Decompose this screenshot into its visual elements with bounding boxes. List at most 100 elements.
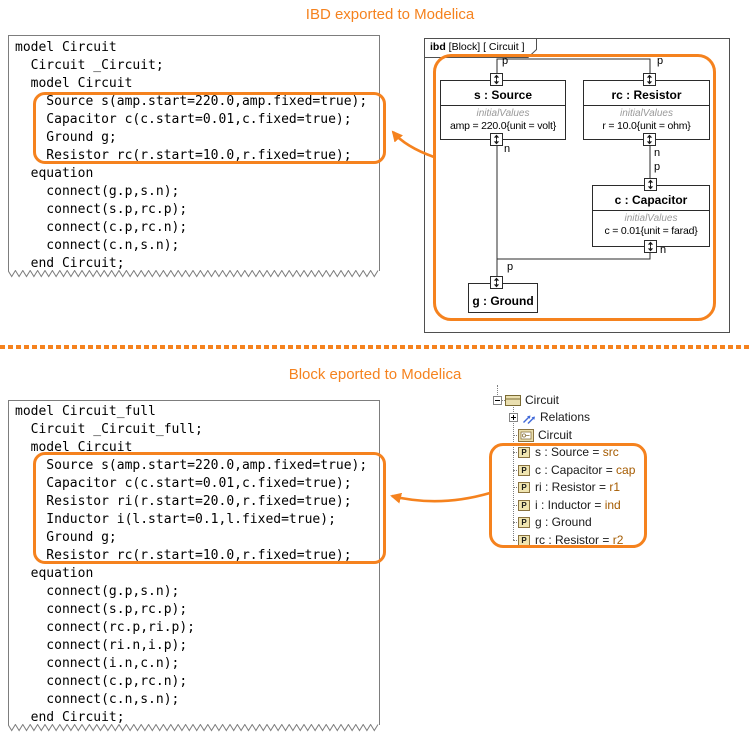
tree-item-label: c : Capacitor xyxy=(535,463,603,477)
code-lines: model Circuit_full Circuit _Circuit_full… xyxy=(15,403,367,727)
code-line: Capacitor c(c.start=0.01,c.fixed=true); xyxy=(15,112,352,127)
code-line: Inductor i(l.start=0.1,l.fixed=true); xyxy=(15,512,336,527)
code-line: connect(c.n,s.n); xyxy=(15,692,180,707)
code-line: equation xyxy=(15,166,94,181)
section-title-ibd: IBD exported to Modelica xyxy=(305,6,475,23)
code-line: connect(s.p,rc.p); xyxy=(15,602,188,617)
tree-item-label: s : Source xyxy=(535,445,590,459)
tree-item-part-g[interactable]: P g : Ground xyxy=(518,513,592,531)
code-line: model Circuit_full xyxy=(15,404,156,419)
part-property-icon: P xyxy=(518,516,530,528)
part-default-value: ind xyxy=(604,498,621,512)
initial-value-text: r = 10.0{unit = ohm} xyxy=(602,120,691,132)
code-line: connect(i.n,c.n); xyxy=(15,656,180,671)
port-label: p xyxy=(507,261,514,273)
code-line: Resistor rc(r.start=10.0,r.fixed=true); xyxy=(15,148,352,163)
equals-sign: = xyxy=(595,480,610,494)
code-line: end Circuit; xyxy=(15,256,125,271)
part-block-title: s : Source xyxy=(441,81,565,106)
tree-item-part-ri[interactable]: P ri : Resistor = r1 xyxy=(518,478,620,496)
part-block-capacitor[interactable]: c : Capacitor initialValues c = 0.01{uni… xyxy=(592,185,710,247)
part-default-value: src xyxy=(602,445,619,459)
diagram-frame-tab xyxy=(424,38,537,58)
tree-item-label: ri : Resistor xyxy=(535,480,596,494)
code-line: end Circuit; xyxy=(15,710,125,725)
part-default-value: cap xyxy=(616,463,636,477)
initial-values-label: initialValues xyxy=(624,213,678,224)
port-label: p xyxy=(654,161,661,173)
code-line: connect(g.p,s.n); xyxy=(15,584,180,599)
code-lines: model Circuit Circuit _Circuit; model Ci… xyxy=(15,39,367,273)
tree-line xyxy=(502,400,507,401)
tree-line xyxy=(513,505,519,506)
flow-port-icon[interactable] xyxy=(490,73,503,86)
tree-line xyxy=(513,452,519,453)
code-line: Circuit _Circuit; xyxy=(15,58,164,73)
flow-port-icon[interactable] xyxy=(644,178,657,191)
diagram-frame-tab-label: ibd [Block] [ Circuit ] xyxy=(430,41,525,53)
tree-item-relations[interactable]: Relations xyxy=(509,408,590,426)
torn-edge-top-code xyxy=(8,270,379,278)
part-property-icon: P xyxy=(518,499,530,511)
tree-item-part-i[interactable]: P i : Inductor = ind xyxy=(518,496,621,514)
initial-values-label: initialValues xyxy=(476,108,530,119)
port-label: n xyxy=(654,147,661,159)
code-line: connect(rc.p,ri.p); xyxy=(15,620,196,635)
port-label: n xyxy=(660,244,667,256)
flow-port-icon[interactable] xyxy=(643,73,656,86)
tree-line xyxy=(513,540,519,541)
code-line: Source s(amp.start=220.0,amp.fixed=true)… xyxy=(15,94,368,109)
tree-item-label: i : Inductor xyxy=(535,498,592,512)
flow-port-icon[interactable] xyxy=(490,133,503,146)
tree-line xyxy=(497,385,498,395)
tree-item-part-c[interactable]: P c : Capacitor = cap xyxy=(518,461,635,479)
tree-item-circuit-root[interactable]: Circuit xyxy=(493,391,559,409)
tree-highlight-box xyxy=(489,443,647,548)
code-line: connect(c.n,s.n); xyxy=(15,238,180,253)
tree-line xyxy=(513,470,519,471)
initial-value-text: amp = 220.0{unit = volt} xyxy=(449,120,557,132)
tab-kind: ibd xyxy=(430,41,446,53)
part-block-title: rc : Resistor xyxy=(584,81,709,106)
part-block-source[interactable]: s : Source initialValues amp = 220.0{uni… xyxy=(440,80,566,140)
flow-port-icon[interactable] xyxy=(644,240,657,253)
part-default-value: r1 xyxy=(609,480,621,494)
torn-edge-bottom-code xyxy=(8,724,379,732)
part-block-resistor-rc[interactable]: rc : Resistor initialValues r = 10.0{uni… xyxy=(583,80,710,140)
flow-port-icon[interactable] xyxy=(643,133,656,146)
code-highlight-box-top xyxy=(33,92,386,164)
code-line: Circuit _Circuit_full; xyxy=(15,422,203,437)
part-block-title: g : Ground xyxy=(472,294,534,308)
tree-item-circuit-diagram[interactable]: Circuit xyxy=(518,426,572,444)
code-line: equation xyxy=(15,566,94,581)
port-label: n xyxy=(504,143,511,155)
flow-port-icon[interactable] xyxy=(490,276,503,289)
equals-sign: = xyxy=(599,533,613,547)
collapse-icon[interactable] xyxy=(493,395,502,405)
relations-icon xyxy=(523,415,535,424)
code-line: Ground g; xyxy=(15,530,117,545)
code-line: model Circuit xyxy=(15,40,117,55)
part-property-icon: P xyxy=(518,481,530,493)
initial-values-label: initialValues xyxy=(620,108,673,119)
port-label: p xyxy=(657,55,664,67)
tree-item-part-s[interactable]: P s : Source = src xyxy=(518,443,619,461)
ibd-highlight-box xyxy=(433,54,716,321)
tree-line xyxy=(513,522,519,523)
code-line: connect(c.p,rc.n); xyxy=(15,220,188,235)
code-line: Capacitor c(c.start=0.01,c.fixed=true); xyxy=(15,476,352,491)
tree-item-label: g : Ground xyxy=(535,515,592,529)
equals-sign: = xyxy=(591,498,605,512)
tree-item-label: Circuit xyxy=(538,428,573,442)
initial-value-text: c = 0.01{unit = farad} xyxy=(604,225,698,237)
part-block-ground[interactable]: g : Ground xyxy=(468,283,538,313)
code-highlight-box-bottom xyxy=(33,452,386,564)
part-property-icon: P xyxy=(518,446,530,458)
tree-item-part-rc[interactable]: P rc : Resistor = r2 xyxy=(518,531,623,549)
code-line: connect(g.p,s.n); xyxy=(15,184,180,199)
code-line: model Circuit xyxy=(15,76,133,91)
expand-icon[interactable] xyxy=(509,412,518,422)
part-block-title: c : Capacitor xyxy=(593,186,709,211)
part-default-value: r2 xyxy=(612,533,624,547)
